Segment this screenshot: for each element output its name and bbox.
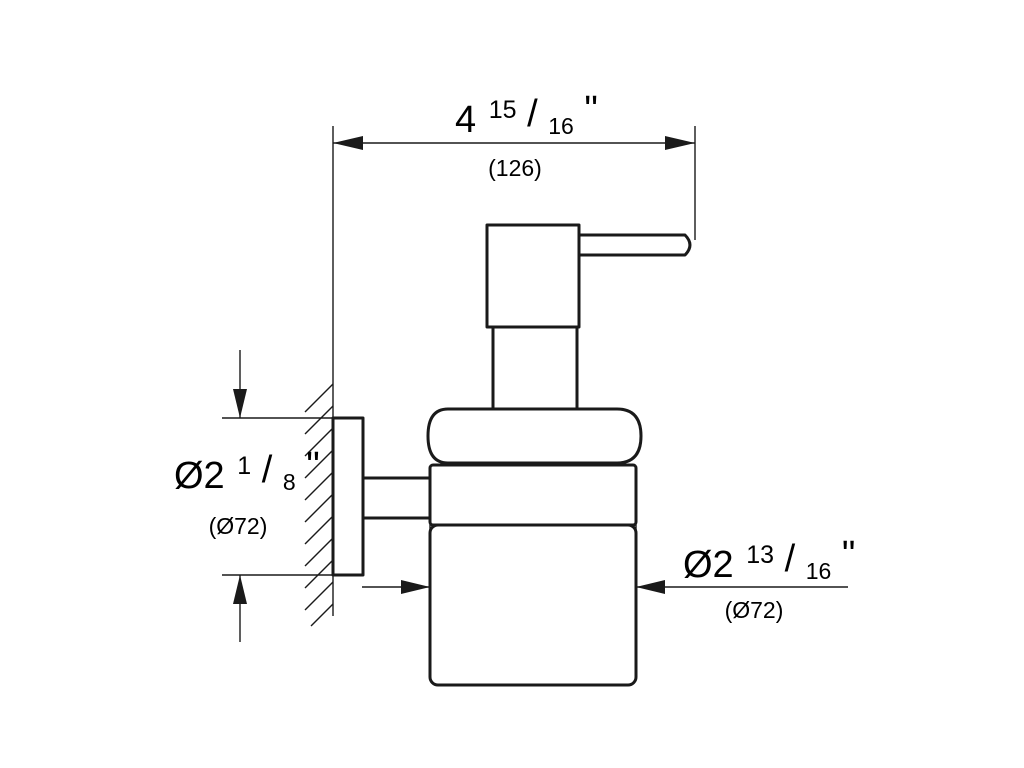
wall-flange-metric: (Ø72) xyxy=(209,513,268,539)
glass-container xyxy=(428,523,638,687)
pump-nozzle xyxy=(577,233,692,257)
glass-diameter-label: Ø2 13 / 16 " xyxy=(683,530,855,588)
glass-diameter-metric: (Ø72) xyxy=(725,597,784,623)
pump-head xyxy=(485,223,581,329)
dimension-wall-flange: Ø2 1 / 8 " (Ø72) xyxy=(174,350,320,642)
wall-flange xyxy=(331,416,365,577)
projection-metric: (126) xyxy=(488,155,542,181)
arrow-up-icon xyxy=(233,575,247,604)
arrow-left-icon xyxy=(333,136,363,150)
holder-ring xyxy=(428,463,638,527)
projection-label: 4 15 / 16 " xyxy=(455,85,598,143)
wall-hatching xyxy=(304,383,334,627)
pump-collar xyxy=(426,407,643,465)
arrow-right-icon xyxy=(665,136,695,150)
dimension-glass-diameter: Ø2 13 / 16 " (Ø72) xyxy=(362,530,855,623)
soap-dispenser xyxy=(331,223,692,687)
wall-flange-label: Ø2 1 / 8 " xyxy=(174,441,320,499)
mounting-arm xyxy=(361,476,432,520)
arrow-down-icon xyxy=(233,389,247,418)
dimension-projection: 4 15 / 16 " (126) xyxy=(333,85,695,181)
arrow-right-icon xyxy=(401,580,430,594)
pump-stem xyxy=(491,325,579,411)
wall xyxy=(304,376,334,627)
arrow-left-icon xyxy=(636,580,665,594)
